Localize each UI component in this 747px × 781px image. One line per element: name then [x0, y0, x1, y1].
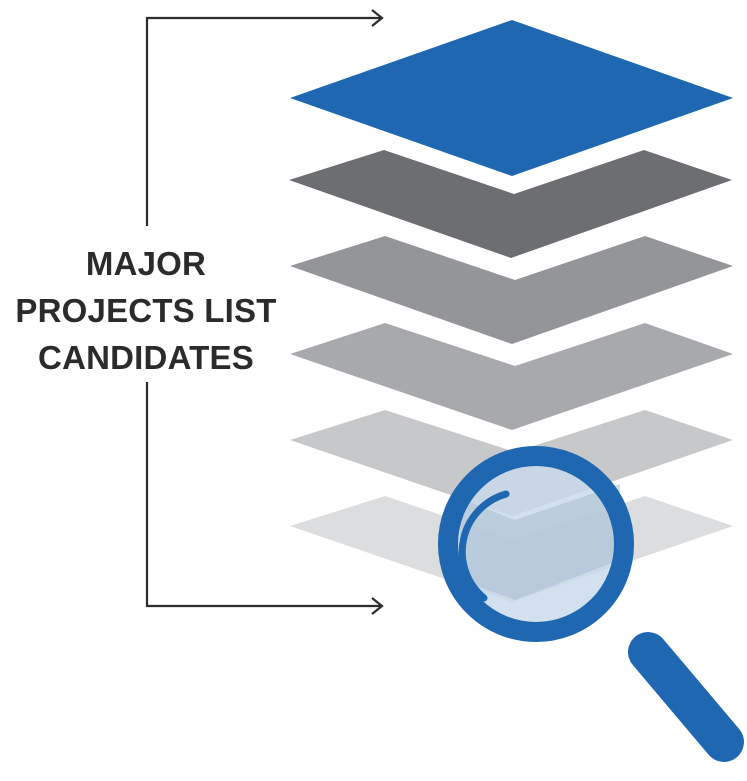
bracket-bottom-arm: [145, 382, 382, 608]
bracket-top-arrowhead: [371, 9, 384, 27]
lens-layer-hint: [460, 484, 620, 600]
magnifier-handle: [628, 632, 744, 762]
bracket-top-arm: [145, 16, 382, 226]
magnifying-glass-icon: [438, 446, 744, 762]
lens-highlight-arc: [458, 490, 510, 602]
layer-second: [289, 150, 732, 258]
label-line-2: PROJECTS LIST: [15, 292, 277, 329]
bracket: [145, 9, 384, 615]
major-projects-label: MAJOR PROJECTS LIST CANDIDATES: [6, 240, 286, 381]
label-line-1: MAJOR: [85, 245, 207, 282]
layer-top: [290, 20, 733, 176]
layer-fourth: [290, 323, 733, 430]
layer-third: [290, 236, 733, 344]
bracket-bottom-arrowhead: [371, 597, 384, 615]
magnifier-rim: [438, 446, 634, 642]
label-line-3: CANDIDATES: [38, 339, 254, 376]
